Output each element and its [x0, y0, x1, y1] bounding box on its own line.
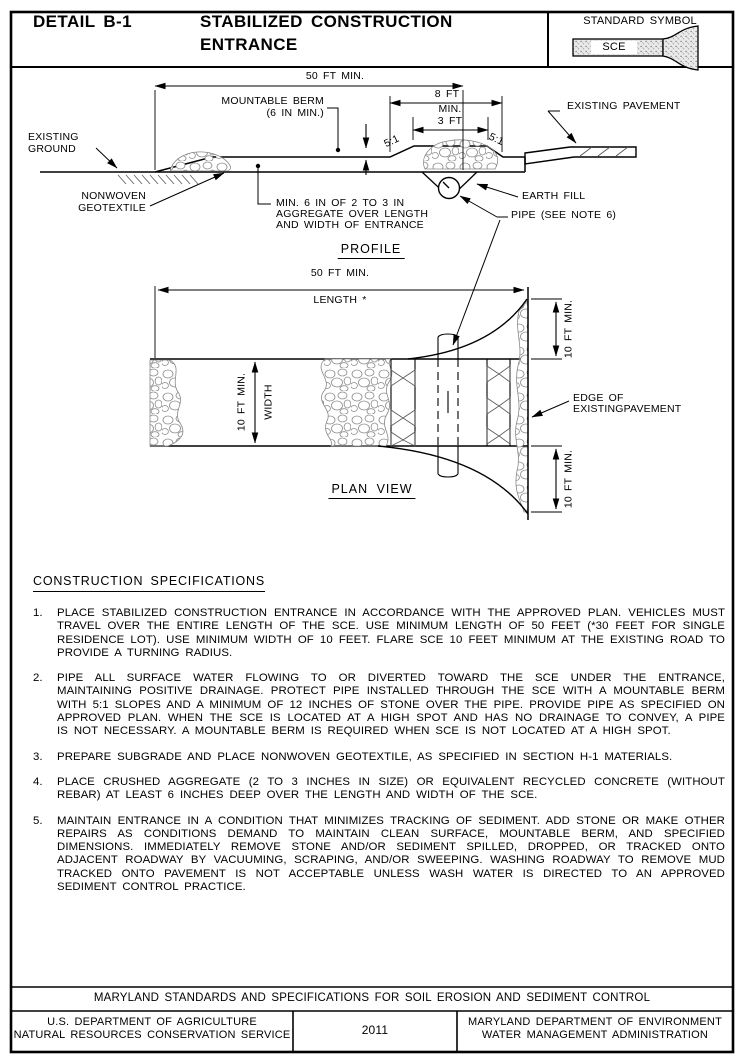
- mountable-berm-label-1: MOUNTABLE BERM: [221, 95, 324, 107]
- plan-view-title: PLAN VIEW: [328, 483, 416, 499]
- slope-label-right: 5:1: [486, 130, 506, 148]
- plan-50ft-dim: 50 FT MIN.: [310, 267, 370, 279]
- spec-text: PLACE STABILIZED CONSTRUCTION ENTRANCE I…: [57, 607, 725, 659]
- detail-number: DETAIL B-1: [33, 12, 132, 31]
- spec-item-3: 3. PREPARE SUBGRADE AND PLACE NONWOVEN G…: [33, 751, 725, 764]
- spec-number: 1.: [33, 607, 43, 619]
- plan-width-label: WIDTH: [262, 384, 275, 420]
- profile-8ft-dim: 8 FT: [434, 88, 460, 100]
- aggregate-note-2: AGGREGATE OVER LENGTH: [276, 208, 429, 220]
- footer-agency-right-2: WATER MANAGEMENT ADMINISTRATION: [481, 1029, 709, 1041]
- existing-pavement-label: EXISTING PAVEMENT: [567, 100, 681, 112]
- profile-view-title: PROFILE: [337, 243, 405, 259]
- spec-text: PIPE ALL SURFACE WATER FLOWING TO OR DIV…: [57, 672, 725, 738]
- spec-item-4: 4. PLACE CRUSHED AGGREGATE (2 TO 3 INCHE…: [33, 776, 725, 803]
- footer-banner: MARYLAND STANDARDS AND SPECIFICATIONS FO…: [93, 992, 651, 1004]
- profile-3ft-dim: 3 FT: [437, 115, 463, 127]
- standard-symbol-label: STANDARD SYMBOL: [583, 15, 697, 27]
- plan-10ft-width-dim: 10 FT MIN.: [235, 372, 248, 432]
- earth-fill-label: EARTH FILL: [522, 190, 586, 202]
- profile-50ft-dim: 50 FT MIN.: [305, 70, 365, 82]
- spec-number: 2.: [33, 672, 43, 685]
- aggregate-note-1: MIN. 6 IN OF 2 TO 3 IN: [276, 197, 405, 209]
- spec-text: PLACE CRUSHED AGGREGATE (2 TO 3 INCHES I…: [57, 775, 725, 802]
- spec-item-1: 1. PLACE STABILIZED CONSTRUCTION ENTRANC…: [33, 607, 725, 660]
- spec-text: PREPARE SUBGRADE AND PLACE NONWOVEN GEOT…: [57, 750, 673, 763]
- footer-year: 2011: [361, 1023, 389, 1037]
- sce-symbol-graphic: [572, 25, 699, 71]
- spec-number: 4.: [33, 775, 43, 788]
- sheet-title-line2: ENTRANCE: [200, 35, 298, 54]
- edge-of-pavement-label-2: EXISTINGPAVEMENT: [573, 403, 682, 415]
- footer-agency-right-1: MARYLAND DEPARTMENT OF ENVIRONMENT: [467, 1016, 723, 1028]
- spec-item-5: 5. MAINTAIN ENTRANCE IN A CONDITION THAT…: [33, 815, 725, 895]
- plan-10ft-bottom-dim: 10 FT MIN.: [562, 449, 575, 509]
- plan-10ft-top-dim: 10 FT MIN.: [562, 299, 575, 359]
- plan-length-note: LENGTH *: [313, 294, 367, 306]
- edge-of-pavement-label-1: EDGE OF: [573, 392, 624, 404]
- footer-agency-left-2: NATURAL RESOURCES CONSERVATION SERVICE: [13, 1029, 291, 1041]
- profile-8ft-min: MIN.: [438, 103, 462, 115]
- construction-specifications: CONSTRUCTION SPECIFICATIONS 1. PLACE STA…: [33, 572, 725, 906]
- mountable-berm-label-2: (6 IN MIN.): [266, 107, 324, 119]
- existing-ground-label-2: GROUND: [28, 143, 76, 155]
- sce-symbol-text: SCE: [602, 41, 626, 53]
- spec-number: 3.: [33, 750, 43, 763]
- nonwoven-label-2: GEOTEXTILE: [78, 202, 146, 214]
- nonwoven-label-1: NONWOVEN: [81, 190, 146, 202]
- aggregate-note-3: AND WIDTH OF ENTRANCE: [276, 219, 424, 231]
- specs-heading: CONSTRUCTION SPECIFICATIONS: [33, 574, 266, 592]
- spec-item-2: 2. PIPE ALL SURFACE WATER FLOWING TO OR …: [33, 672, 725, 738]
- existing-ground-label-1: EXISTING: [28, 131, 79, 143]
- spec-text: MAINTAIN ENTRANCE IN A CONDITION THAT MI…: [57, 814, 725, 894]
- spec-number: 5.: [33, 814, 43, 827]
- pipe-note-label: PIPE (SEE NOTE 6): [511, 209, 617, 221]
- slope-label-left: 5:1: [382, 132, 402, 150]
- sheet-title-line1: STABILIZED CONSTRUCTION: [200, 12, 453, 31]
- footer-agency-left-1: U.S. DEPARTMENT OF AGRICULTURE: [47, 1016, 257, 1028]
